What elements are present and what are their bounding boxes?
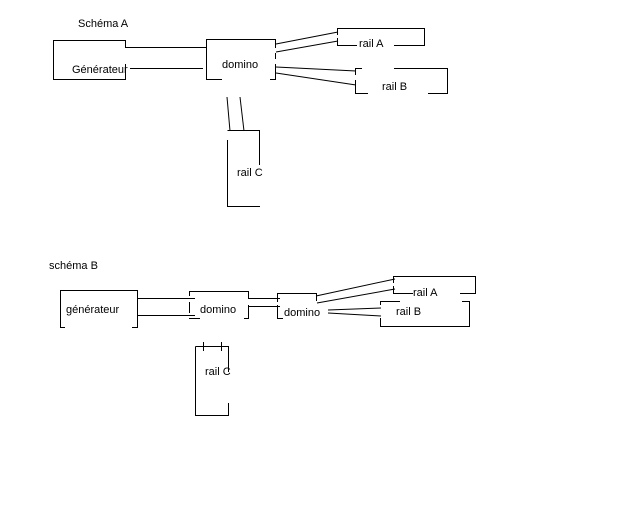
domino-box <box>206 39 276 80</box>
rail-b-label: rail B <box>396 306 421 318</box>
schema-a-wires-generator-domino <box>126 47 206 69</box>
generator-label: Générateur <box>72 64 128 76</box>
rail-b-box-edge <box>380 301 470 327</box>
schema-b-rail-c-node: rail C <box>195 342 231 416</box>
domino-box <box>277 293 317 302</box>
schema-b-rail-a-node: rail A <box>393 276 476 299</box>
wire <box>275 66 357 72</box>
generator-box <box>53 40 126 80</box>
rail-c-label: rail C <box>237 167 263 179</box>
schema-a-wires-domino-rail-a <box>275 31 339 53</box>
domino-box-edge <box>189 318 200 319</box>
rail-b-label: rail B <box>382 81 407 93</box>
schema-b-generator-node: générateur <box>60 290 138 328</box>
rail-c-box <box>195 346 229 372</box>
rail-a-box-edge <box>337 38 357 46</box>
generator-box <box>60 290 138 328</box>
schema-b-wires-domino-1-domino-2 <box>249 298 280 307</box>
schema-a-rail-c-node: rail C <box>227 130 263 207</box>
domino-label: domino <box>222 59 258 71</box>
domino-box-edge <box>270 64 276 80</box>
domino-box-edge <box>244 305 249 319</box>
rail-a-label: rail A <box>413 287 438 299</box>
rail-a-box <box>393 276 476 294</box>
rail-a-label: rail A <box>359 38 384 50</box>
rail-b-box-edge <box>394 68 448 94</box>
wire <box>275 40 339 53</box>
wire <box>239 96 245 132</box>
wire <box>275 72 357 86</box>
schema-b-wires-domino-2-rail-a <box>315 278 396 304</box>
wire <box>315 278 396 297</box>
rail-c-label: rail C <box>205 366 231 378</box>
rail-c-box-edge <box>195 346 229 416</box>
rail-b-box <box>380 301 400 305</box>
rail-c-box-edge <box>227 130 260 165</box>
schema-a-rail-b-node: rail B <box>355 68 448 94</box>
schema-a-domino-node: domino <box>206 39 276 80</box>
schema-b: schéma B générateur domino dom <box>49 260 476 416</box>
wire <box>226 96 231 132</box>
schema-b-wires-domino-2-rail-b <box>327 307 382 317</box>
rail-c-box <box>227 140 260 207</box>
domino-box-edge <box>277 305 283 319</box>
domino-box <box>189 291 249 299</box>
rail-b-box <box>355 68 362 75</box>
schema-b-rail-b-node: rail B <box>380 301 470 327</box>
schema-a-rail-a-node: rail A <box>337 28 425 50</box>
schema-a: Schéma A Générateur domino rail A <box>53 18 448 207</box>
wire <box>327 307 382 311</box>
rail-a-box-edge <box>393 286 413 294</box>
schema-b-domino-2-node: domino <box>277 293 320 319</box>
domino-label: domino <box>284 307 320 319</box>
schema-a-wires-domino-rail-c <box>226 96 245 132</box>
wire <box>327 312 382 317</box>
schema-b-wires-generator-domino-1 <box>138 298 195 316</box>
generator-label: générateur <box>66 304 120 316</box>
wire <box>316 288 396 304</box>
schema-b-domino-1-node: domino <box>189 291 249 319</box>
schema-b-title: schéma B <box>49 260 98 272</box>
schema-a-wires-domino-rail-b <box>275 66 357 86</box>
rail-b-box-edge <box>355 80 368 94</box>
schema-a-title: Schéma A <box>78 18 129 30</box>
rail-a-box <box>337 28 425 46</box>
schema-a-generator-node: Générateur <box>53 40 128 80</box>
domino-label: domino <box>200 304 236 316</box>
wire <box>275 31 339 45</box>
